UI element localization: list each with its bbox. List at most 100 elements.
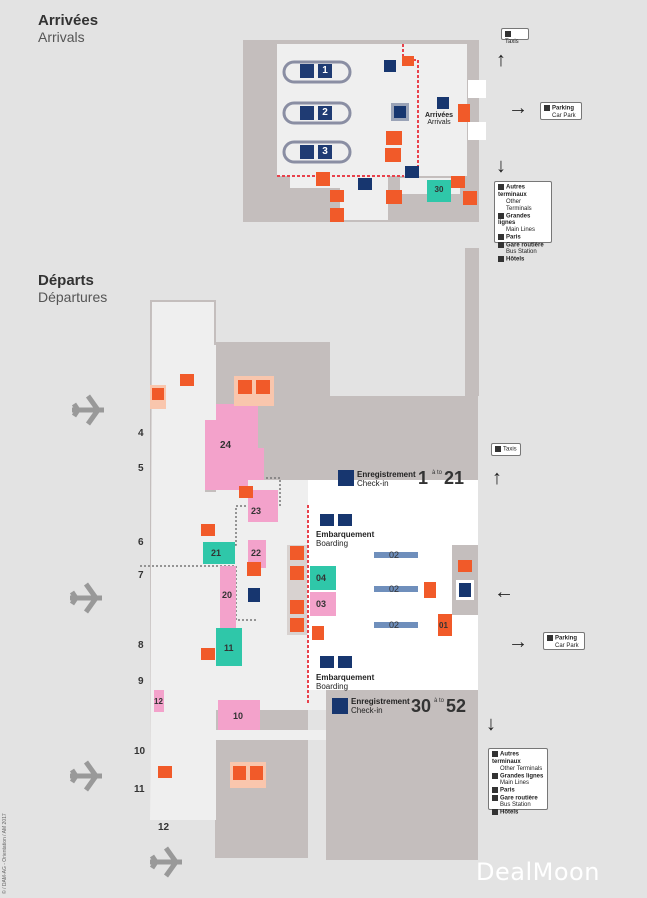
check-in-wing <box>326 690 478 860</box>
checkin-b-to: 52 <box>446 696 467 716</box>
taxis-sign: Taxis <box>501 28 529 45</box>
arrow-down-transport-2: ↓ <box>486 713 496 735</box>
plane-icon-top <box>338 514 352 526</box>
checkin-b-to-word: à to <box>434 698 445 704</box>
currency-exchange-icon <box>402 56 414 66</box>
arrow-right-parking: → <box>508 97 528 119</box>
information-desk-icon <box>384 60 396 72</box>
arrow-up-taxis-2: ↑ <box>492 467 502 489</box>
restaurant-icon-dep <box>201 524 215 536</box>
check-in-hall <box>308 480 478 690</box>
belt-2-label: 2 <box>322 107 328 118</box>
cafe-icon-dep <box>239 486 253 498</box>
departures-floor <box>69 300 478 878</box>
arrivals-plane-icon <box>437 97 449 109</box>
gate-4: 4 <box>138 428 144 439</box>
cafe-icon-dep-2 <box>458 560 472 572</box>
dealmoon-watermark: DealMoon <box>476 858 600 886</box>
accessible-icon <box>358 178 372 190</box>
transport-sign-2: Autres terminaux Other Terminals Grandes… <box>488 748 548 816</box>
arrivals-floor <box>243 40 486 222</box>
arrow-right-parking-2: → <box>508 631 528 653</box>
baby-icon-dep-2 <box>290 566 304 580</box>
shop-24 <box>205 404 264 490</box>
lounge-icon <box>152 388 164 400</box>
transport-sign: Autres terminaux Other Terminals Grandes… <box>494 181 552 263</box>
parking-icon <box>547 635 553 641</box>
aircraft-icon-1 <box>71 394 104 426</box>
toilets-icon-2 <box>316 172 330 186</box>
first-aid-icon <box>386 131 402 145</box>
security-lane-3-label: 02 <box>389 620 400 630</box>
gate-11: 11 <box>134 784 145 795</box>
shop-21 <box>203 542 235 564</box>
belt-3-label: 3 <box>322 146 328 157</box>
arrow-down-transport: ↓ <box>496 155 506 177</box>
departures-subtitle: Départures <box>38 289 108 305</box>
baggage-belt-1 <box>282 60 352 84</box>
train-icon <box>498 184 504 190</box>
bus-icon <box>498 241 504 248</box>
shop-12 <box>154 690 164 712</box>
shop-10-label: 10 <box>233 711 244 721</box>
toilets-icon-dep-2 <box>247 562 261 576</box>
departures-title: Départs <box>38 272 94 289</box>
shop-23-label: 23 <box>251 506 262 516</box>
toilets-icon-dep-3 <box>290 600 304 614</box>
gate-6: 6 <box>138 537 144 548</box>
shop-11 <box>216 628 242 666</box>
connector-walkway <box>465 248 479 396</box>
information-icon <box>458 104 470 122</box>
toilets-icon-3 <box>386 190 402 204</box>
checkin-a-label: Enregistrement Check-in <box>357 470 416 488</box>
baby-icon-dep <box>256 380 270 394</box>
gate-9: 9 <box>138 676 144 687</box>
shop-03-label: 03 <box>316 599 327 609</box>
departures-heading: Départs Départures <box>38 272 107 305</box>
shop-24-label: 24 <box>220 440 232 451</box>
arrivals-subtitle: Arrivals <box>38 29 85 45</box>
checkin-a-from: 1 <box>418 468 429 488</box>
plane-icon-bottom <box>338 656 352 668</box>
shop-30-label: 30 <box>434 185 444 194</box>
accessible-icon-dep <box>248 588 260 602</box>
bus-icon <box>492 794 498 801</box>
boarding-bottom-label: Embarquement Boarding <box>316 673 375 691</box>
arrow-left-entrance: ← <box>494 581 514 603</box>
checkin-icon-bottom <box>332 698 348 714</box>
security-lane-3 <box>374 622 418 628</box>
belt-1-label: 1 <box>322 65 328 76</box>
train-icon <box>498 212 504 219</box>
shop-20 <box>220 566 236 628</box>
train-icon <box>492 772 498 779</box>
security-lane-2 <box>374 586 418 592</box>
taxi-icon <box>505 31 511 37</box>
shop-04 <box>310 566 336 590</box>
arrivals-heading: Arrivées Arrivals <box>38 12 98 45</box>
shop-04-label: 04 <box>316 573 327 583</box>
restaurant-icon-dep-2 <box>201 648 215 660</box>
toilets-icon-dep-4 <box>233 766 246 780</box>
baby-icon-dep-4 <box>250 766 263 780</box>
toilets-icon-dep <box>238 380 252 394</box>
boarding-icon-top <box>320 514 334 526</box>
aircraft-icon-3 <box>69 760 102 792</box>
pharmacy-icon <box>312 626 324 640</box>
cafe-icon <box>451 176 465 188</box>
shop-21-label: 21 <box>211 548 222 558</box>
boarding-top-label: Embarquement Boarding <box>316 530 375 548</box>
gate-8: 8 <box>138 640 144 651</box>
security-lane-2-label: 02 <box>389 584 400 594</box>
checkin-b-label: Enregistrement Check-in <box>351 697 410 715</box>
pier-hall <box>150 302 248 820</box>
map-credit: © / DAM-AG - Orientation / AM 2017 <box>2 813 8 894</box>
security-lane-1-label: 02 <box>389 550 400 560</box>
checkin-b-from: 30 <box>411 696 432 716</box>
phone-icon <box>290 546 304 560</box>
checkin-a-to-word: à to <box>432 470 443 476</box>
play-area-icon-2 <box>158 766 172 778</box>
shop-20-label: 20 <box>222 590 233 600</box>
shop-22 <box>248 540 266 568</box>
